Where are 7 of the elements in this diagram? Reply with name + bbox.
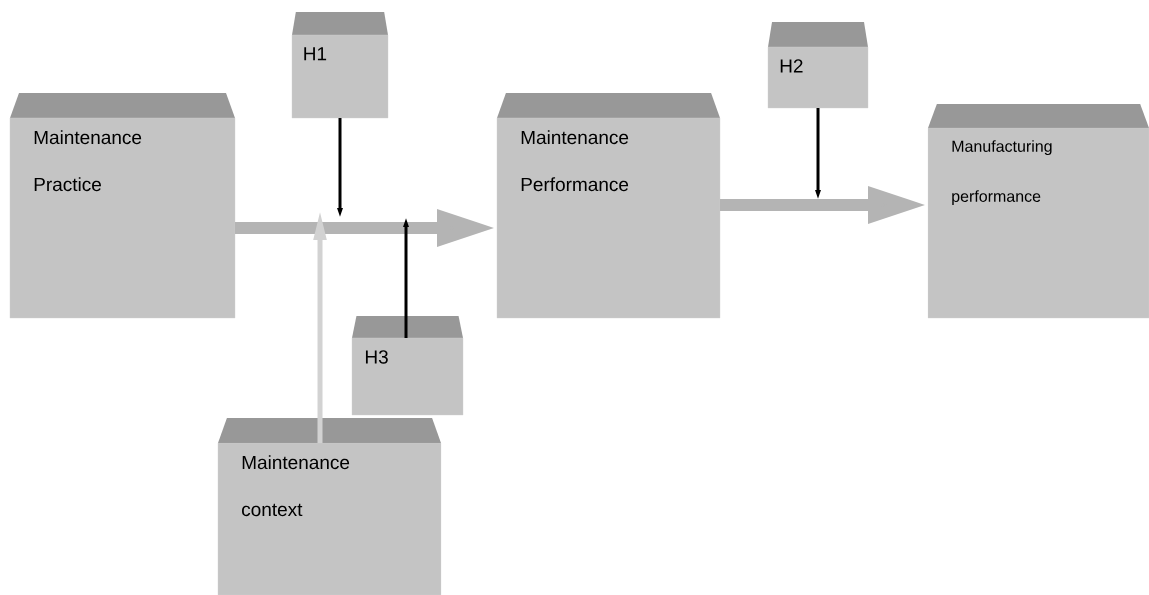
box-3d: H3	[351, 316, 464, 416]
box-3d: Maintenance Performance	[496, 93, 721, 319]
box-3d: H1	[291, 12, 389, 119]
box-3d: Maintenance Practice	[9, 93, 236, 319]
box-3d: H2	[767, 22, 869, 109]
box-3d: Manufacturing performance	[927, 104, 1149, 319]
box-3d: Maintenance context	[217, 418, 442, 595]
